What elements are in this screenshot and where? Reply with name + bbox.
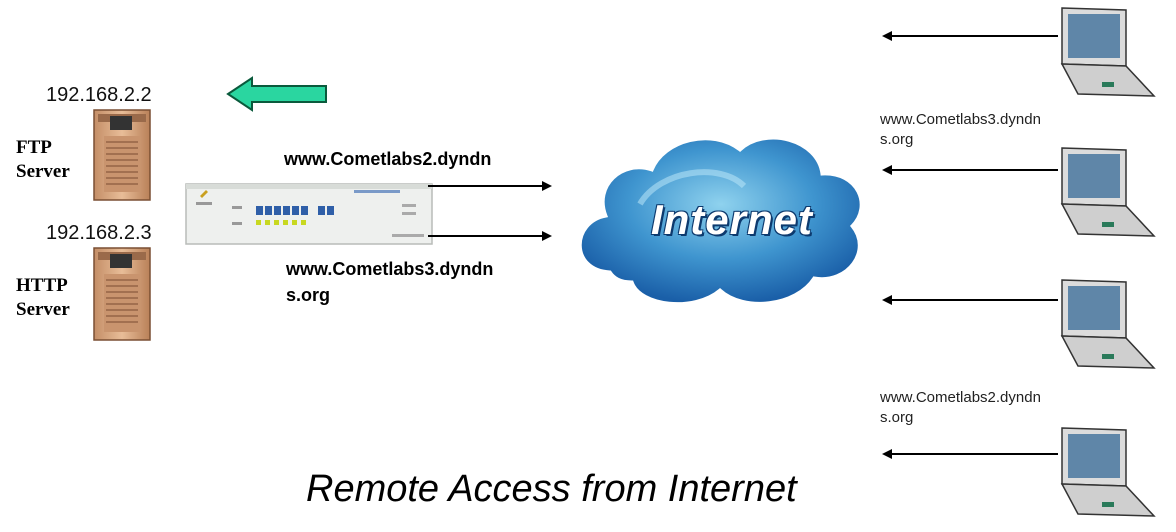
internet-label-wrap: Internet: [612, 196, 852, 244]
remote-host-2-line2: s.org: [880, 409, 914, 426]
http-server-label-line2: Server: [16, 299, 70, 320]
router-switch-icon: [185, 183, 433, 245]
remote-host-2-line1: www.Cometlabs2.dyndn: [880, 389, 1041, 406]
ftp-server-icon: [93, 109, 151, 201]
ftp-server-label-line2: Server: [16, 161, 70, 182]
remote-host-1: www.Cometlabs3.dyndn s.org: [880, 110, 1041, 150]
internet-cloud-icon: [578, 136, 863, 306]
laptop-icon: [1060, 427, 1156, 517]
inbound-green-arrow: [226, 76, 327, 112]
internet-label: Internet: [650, 196, 813, 243]
http-server-icon: [93, 247, 151, 341]
http-server-label: HTTP Server: [16, 274, 70, 322]
ftp-server-label-line1: FTP: [16, 137, 52, 158]
laptop-icon: [1060, 147, 1156, 237]
http-server-label-line1: HTTP: [16, 275, 68, 296]
ftp-server-ip: 192.168.2.2: [46, 84, 152, 106]
remote-host-1-line1: www.Cometlabs3.dyndn: [880, 111, 1041, 128]
remote-host-2: www.Cometlabs2.dyndn s.org: [880, 388, 1041, 428]
http-server-ip: 192.168.2.3: [46, 222, 152, 244]
router-host-2-line1: www.Cometlabs3.dyndn: [286, 259, 494, 279]
diagram-caption: Remote Access from Internet: [306, 468, 797, 510]
laptop-icon: [1060, 7, 1156, 97]
router-host-1: www.Cometlabs2.dyndn: [284, 146, 491, 172]
router-host-1-line1: www.Cometlabs2.dyndn: [284, 149, 492, 169]
router-host-2: www.Cometlabs3.dyndn s.org: [286, 256, 493, 308]
ftp-server-label: FTP Server: [16, 136, 70, 184]
remote-host-1-line2: s.org: [880, 131, 914, 148]
laptop-icon: [1060, 279, 1156, 369]
router-host-2-line2: s.org: [286, 285, 331, 305]
